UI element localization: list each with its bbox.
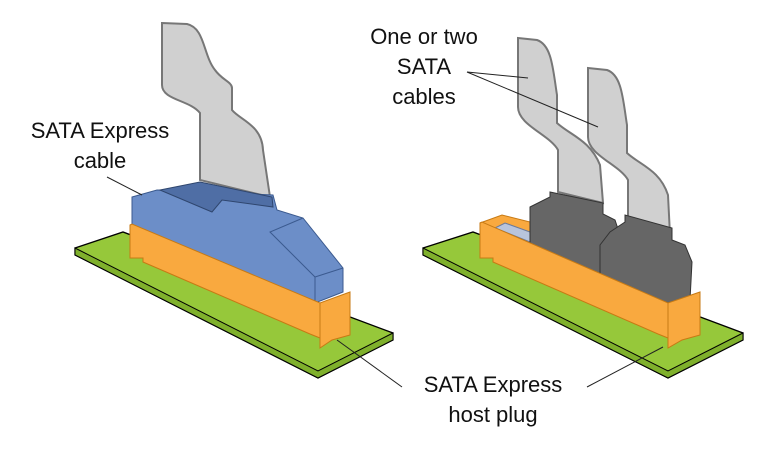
host-plug-leader-line-1 (336, 339, 403, 388)
label-line: SATA (396, 54, 452, 79)
sata-express-cable (161, 21, 272, 199)
connector-edge (269, 217, 316, 278)
right-board-edge (422, 247, 744, 379)
sata-cable-leader-line-2 (466, 71, 599, 128)
label-sata-cables: One or two SATA cables (370, 22, 478, 112)
right-assembly (422, 36, 744, 379)
label-sata-express-cable: SATA Express cable (31, 116, 170, 176)
label-line: SATA Express (423, 372, 563, 397)
label-line: SATA Express (30, 118, 170, 143)
label-line: cables (392, 84, 456, 109)
label-line: host plug (448, 402, 538, 427)
left-assembly (74, 21, 394, 379)
sata-cable-1 (517, 36, 605, 205)
cable-leader-line (106, 176, 143, 196)
host-plug-leader-line-2 (586, 346, 664, 388)
connector-recess (158, 181, 274, 213)
sata-cable-2 (587, 66, 672, 237)
label-line: cable (73, 148, 127, 173)
label-host-plug: SATA Express host plug (424, 370, 563, 430)
label-line: One or two (370, 24, 478, 49)
left-board-edge (74, 247, 394, 379)
sata-cable-leader-line-1 (466, 71, 529, 79)
